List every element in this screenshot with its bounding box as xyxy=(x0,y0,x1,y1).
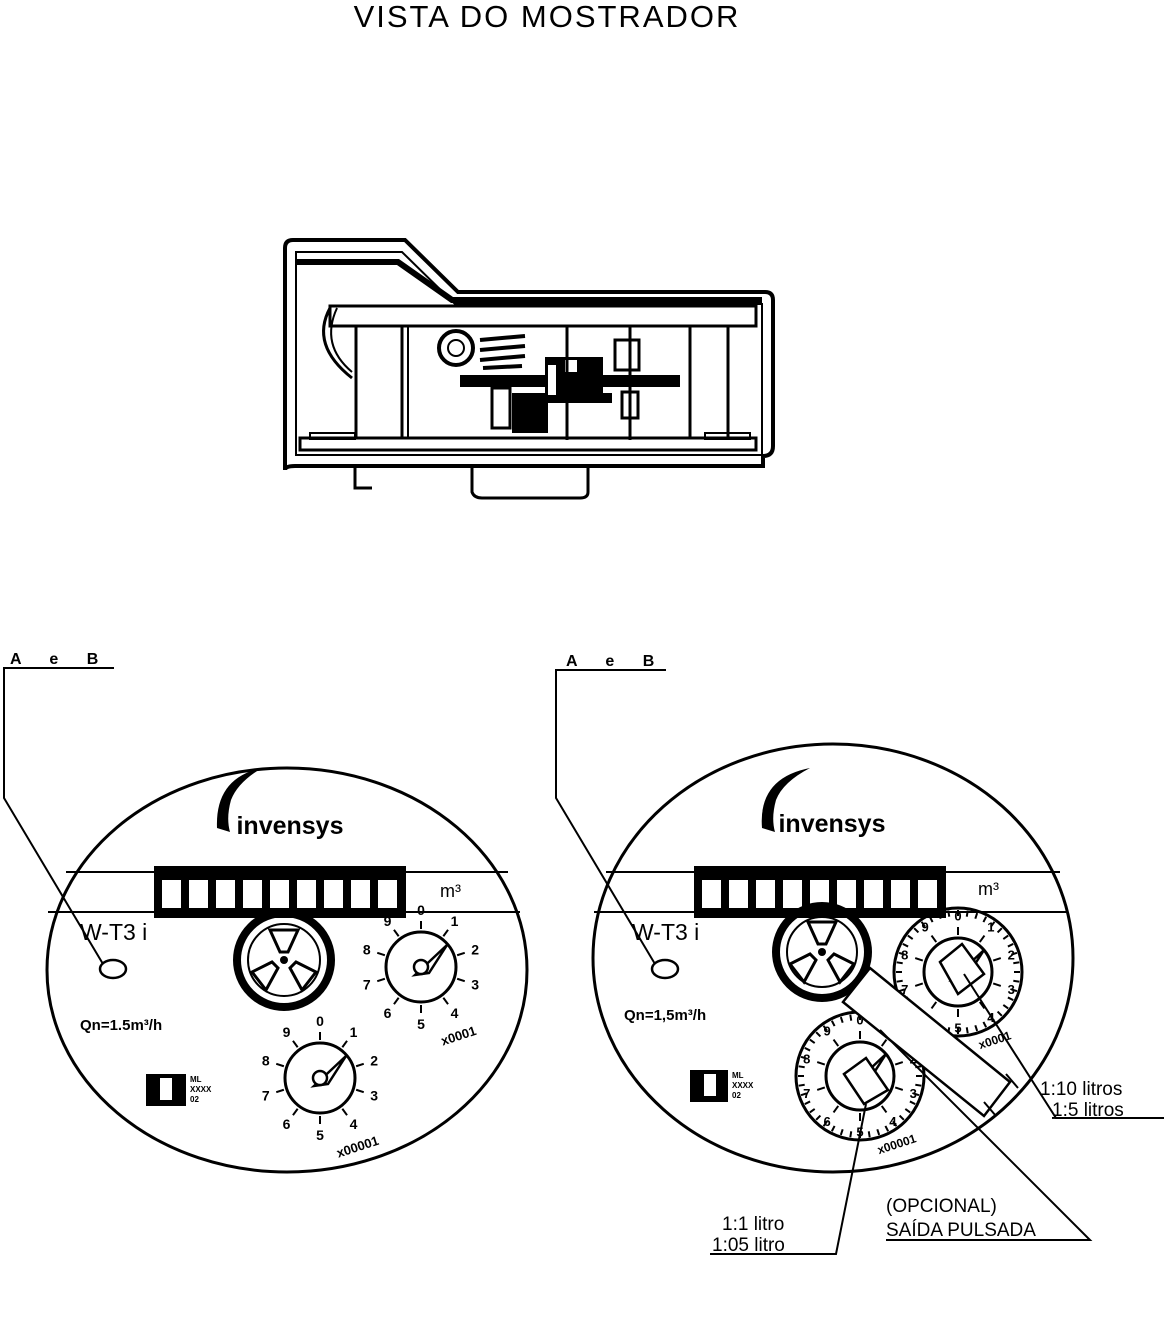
dial-number: 3 xyxy=(471,977,479,993)
unit-label: m³ xyxy=(978,879,999,899)
dial-number: 1 xyxy=(987,919,994,934)
svg-text:ML: ML xyxy=(190,1075,202,1084)
digit-window xyxy=(324,880,343,908)
dial-number: 4 xyxy=(451,1005,459,1021)
pulse-ratio-label-a1: 1:10 litros xyxy=(1040,1079,1122,1100)
digit-window xyxy=(756,880,775,908)
model-label: W-T3 i xyxy=(632,919,699,945)
digit-window xyxy=(270,880,289,908)
digit-window xyxy=(162,880,181,908)
digit-window xyxy=(243,880,262,908)
dial-outline xyxy=(45,766,529,1174)
qn-label: Qn=1,5m³/h xyxy=(624,1007,706,1024)
pulse-ratio-label-b2: 1:05 litro xyxy=(712,1235,785,1256)
digit-window xyxy=(297,880,316,908)
dial-number: 2 xyxy=(370,1052,378,1068)
sensor-window xyxy=(650,958,680,980)
dial-number: 9 xyxy=(283,1024,291,1040)
svg-text:02: 02 xyxy=(190,1095,199,1104)
drawing-title: VISTA DO MOSTRADOR xyxy=(354,0,741,34)
dial-number: 1 xyxy=(451,913,459,929)
dial-number: 8 xyxy=(803,1051,810,1066)
digit-window xyxy=(918,880,937,908)
meter-section-view xyxy=(283,238,775,500)
dial-number: 5 xyxy=(316,1127,324,1143)
dial-number: 7 xyxy=(901,982,908,997)
dial-number: 7 xyxy=(262,1088,270,1104)
flow-star-indicator xyxy=(772,902,872,1002)
brand-name: invensys xyxy=(778,810,885,838)
digit-window xyxy=(729,880,748,908)
sensor-window xyxy=(98,958,128,980)
dial-number: 9 xyxy=(921,919,928,934)
pulse-ratio-label-b1: 1:1 litro xyxy=(722,1214,784,1235)
dial-x00001: 0 12 34 5 67 89 x00001 xyxy=(262,1013,381,1161)
certification-mark: ML XXXX 02 xyxy=(146,1074,212,1106)
dial-number: 0 xyxy=(316,1013,324,1029)
dial-number: 4 xyxy=(889,1114,897,1129)
dial-number: 0 xyxy=(856,1013,863,1028)
pulse-output-module xyxy=(841,942,1012,1118)
svg-text:XXXX: XXXX xyxy=(732,1081,754,1090)
digit-window xyxy=(351,880,370,908)
digit-window xyxy=(810,880,829,908)
digit-window xyxy=(216,880,235,908)
dial-number: 3 xyxy=(1008,982,1015,997)
pulse-ratio-label-a2: 1:5 litros xyxy=(1052,1100,1124,1121)
digit-window xyxy=(864,880,883,908)
svg-text:ML: ML xyxy=(732,1071,744,1080)
certification-mark: ML XXXX 02 xyxy=(690,1070,754,1102)
dial-number: 6 xyxy=(384,1005,392,1021)
brand-logo-swoosh xyxy=(216,768,262,832)
dial-x0001: 0 12 34 5 67 89 x0001 xyxy=(363,902,479,1048)
dial-number: 9 xyxy=(823,1023,830,1038)
dial-number: 0 xyxy=(954,909,961,924)
dial-number: 7 xyxy=(803,1086,810,1101)
pulsed-output-label: SAÍDA PULSADA xyxy=(886,1220,1036,1241)
digit-window xyxy=(837,880,856,908)
callout-label: A e B xyxy=(566,653,666,670)
dial-number: 8 xyxy=(262,1052,270,1068)
flow-star-indicator xyxy=(233,909,335,1011)
dial-number: 8 xyxy=(363,941,371,957)
unit-label: m³ xyxy=(440,881,461,901)
digit-window xyxy=(378,880,397,908)
right-dial-face: A e B invensys m³ W-T3 i Qn=1,5m³/h ML X… xyxy=(555,653,1164,1256)
qn-label: Qn=1.5m³/h xyxy=(80,1017,162,1034)
digit-window xyxy=(891,880,910,908)
dial-number: 2 xyxy=(471,941,479,957)
digit-window xyxy=(783,880,802,908)
svg-text:02: 02 xyxy=(732,1091,741,1100)
model-label: W-T3 i xyxy=(80,919,147,945)
digit-window xyxy=(189,880,208,908)
left-dial-face: A e B invensys m³ W-T3 i Qn=1.5m³/h ML X… xyxy=(3,651,529,1174)
dial-number: 0 xyxy=(417,902,425,918)
dial-number: 5 xyxy=(954,1021,961,1036)
dial-number: 3 xyxy=(370,1088,378,1104)
brand-name: invensys xyxy=(236,812,343,840)
dial-number: 5 xyxy=(417,1016,425,1032)
optional-label: (OPCIONAL) xyxy=(886,1196,997,1217)
dial-number: 4 xyxy=(350,1116,358,1132)
dial-number: 9 xyxy=(384,913,392,929)
dial-number: 8 xyxy=(901,947,908,962)
dial-number: 3 xyxy=(910,1086,917,1101)
dial-number: 2 xyxy=(1008,947,1015,962)
dial-number: 1 xyxy=(350,1024,358,1040)
svg-text:XXXX: XXXX xyxy=(190,1085,212,1094)
dial-multiplier: x0001 xyxy=(439,1023,478,1048)
callout-label: A e B xyxy=(10,651,110,668)
dial-multiplier: x00001 xyxy=(335,1133,381,1161)
brand-logo-swoosh xyxy=(761,768,810,832)
dial-outline xyxy=(591,742,1075,1174)
dial-number: 6 xyxy=(283,1116,291,1132)
dial-number: 7 xyxy=(363,977,371,993)
dial-number: 6 xyxy=(823,1114,830,1129)
digit-window xyxy=(702,880,721,908)
